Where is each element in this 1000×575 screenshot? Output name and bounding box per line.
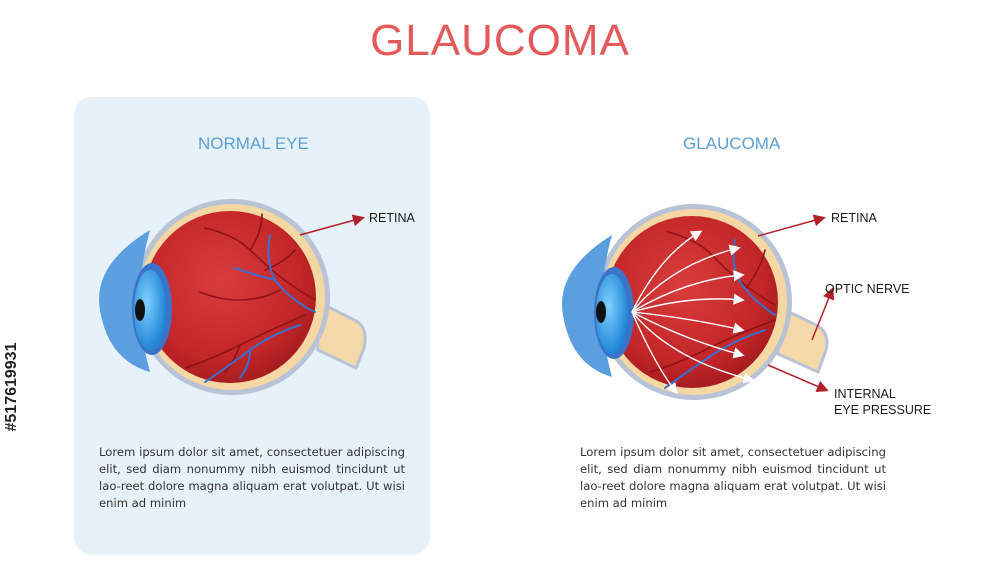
internal-pressure-label-line1: INTERNAL	[834, 387, 896, 401]
page-title: GLAUCOMA	[370, 16, 630, 65]
normal-retina-label: RETINA	[369, 211, 415, 225]
normal-eye-heading: NORMAL EYE	[198, 134, 309, 153]
normal-eye-illustration	[99, 199, 367, 395]
glaucoma-description: Lorem ipsum dolor sit amet, consectetuer…	[580, 445, 886, 510]
internal-pressure-label-line2: EYE PRESSURE	[834, 403, 932, 417]
optic-nerve-label: OPTIC NERVE	[825, 282, 910, 296]
glaucoma-retina-label: RETINA	[831, 211, 877, 225]
glaucoma-heading: GLAUCOMA	[683, 134, 781, 153]
glaucoma-eye-illustration	[562, 204, 835, 400]
normal-eye-description: Lorem ipsum dolor sit amet, consectetuer…	[99, 445, 405, 510]
